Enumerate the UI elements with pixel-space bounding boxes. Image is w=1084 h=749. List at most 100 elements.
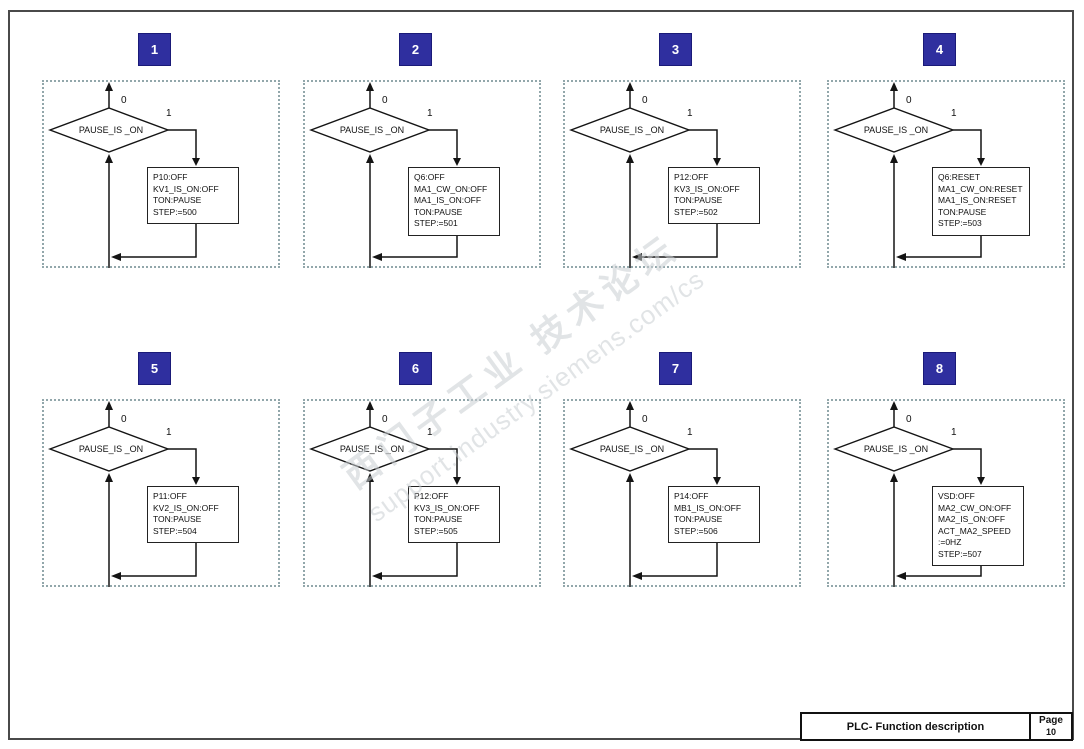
left-arrow-icon bbox=[632, 253, 642, 261]
branch-1-label: 1 bbox=[951, 108, 957, 119]
up-arrow-icon bbox=[105, 401, 113, 410]
branch-1-label: 1 bbox=[687, 108, 693, 119]
flowchart-graphic bbox=[47, 82, 200, 268]
flowchart-graphic bbox=[832, 401, 985, 587]
condition-label: PAUSE_IS _ON bbox=[599, 444, 665, 454]
left-arrow-icon bbox=[372, 572, 382, 580]
action-box: Q6:RESET MA1_CW_ON:RESET MA1_IS_ON:RESET… bbox=[932, 167, 1030, 236]
flow-block-1: 1 PAUSE_IS _ON 0 1 P10:OFF KV1_IS_ON:OFF… bbox=[42, 33, 280, 268]
action-box: Q6:OFF MA1_CW_ON:OFF MA1_IS_ON:OFF TON:P… bbox=[408, 167, 500, 236]
condition-label: PAUSE_IS _ON bbox=[339, 125, 405, 135]
flow-block-3: 3 PAUSE_IS _ON 0 1 P12:OFF KV3_IS_ON:OFF… bbox=[563, 33, 801, 268]
action-box: VSD:OFF MA2_CW_ON:OFF MA2_IS_ON:OFF ACT_… bbox=[932, 486, 1024, 566]
page-number: 10 bbox=[1045, 727, 1056, 737]
flow-block-5: 5 PAUSE_IS _ON 0 1 P11:OFF KV2_IS_ON:OFF… bbox=[42, 352, 280, 587]
branch-0-label: 0 bbox=[382, 414, 388, 425]
up-arrow-icon bbox=[890, 473, 898, 482]
up-arrow-icon bbox=[626, 82, 634, 91]
branch-1-label: 1 bbox=[427, 108, 433, 119]
step-number-badge: 6 bbox=[399, 352, 432, 385]
block-frame: PAUSE_IS _ON 0 1 P12:OFF KV3_IS_ON:OFF T… bbox=[563, 80, 801, 268]
down-arrow-icon bbox=[713, 477, 721, 485]
action-box: P12:OFF KV3_IS_ON:OFF TON:PAUSE STEP:=50… bbox=[408, 486, 500, 543]
up-arrow-icon bbox=[366, 401, 374, 410]
down-arrow-icon bbox=[192, 158, 200, 166]
condition-label: PAUSE_IS _ON bbox=[78, 125, 144, 135]
branch-1-label: 1 bbox=[427, 427, 433, 438]
block-frame: PAUSE_IS _ON 0 1 P11:OFF KV2_IS_ON:OFF T… bbox=[42, 399, 280, 587]
up-arrow-icon bbox=[890, 154, 898, 163]
flow-block-7: 7 PAUSE_IS _ON 0 1 P14:OFF MB1_IS_ON:OFF… bbox=[563, 352, 801, 587]
up-arrow-icon bbox=[890, 82, 898, 91]
down-arrow-icon bbox=[977, 477, 985, 485]
step-number-badge: 2 bbox=[399, 33, 432, 66]
flowchart-graphic bbox=[568, 82, 721, 268]
left-arrow-icon bbox=[111, 253, 121, 261]
branch-0-label: 0 bbox=[642, 95, 648, 106]
step-number-badge: 5 bbox=[138, 352, 171, 385]
condition-label: PAUSE_IS _ON bbox=[863, 125, 929, 135]
up-arrow-icon bbox=[105, 154, 113, 163]
left-arrow-icon bbox=[111, 572, 121, 580]
step-number-badge: 7 bbox=[659, 352, 692, 385]
action-box: P14:OFF MB1_IS_ON:OFF TON:PAUSE STEP:=50… bbox=[668, 486, 760, 543]
block-frame: PAUSE_IS _ON 0 1 P14:OFF MB1_IS_ON:OFF T… bbox=[563, 399, 801, 587]
block-frame: PAUSE_IS _ON 0 1 VSD:OFF MA2_CW_ON:OFF M… bbox=[827, 399, 1065, 587]
block-frame: PAUSE_IS _ON 0 1 P12:OFF KV3_IS_ON:OFF T… bbox=[303, 399, 541, 587]
up-arrow-icon bbox=[626, 154, 634, 163]
block-frame: PAUSE_IS _ON 0 1 Q6:RESET MA1_CW_ON:RESE… bbox=[827, 80, 1065, 268]
flow-block-2: 2 PAUSE_IS _ON 0 1 Q6:OFF MA1_CW_ON:OFF … bbox=[303, 33, 541, 268]
up-arrow-icon bbox=[890, 401, 898, 410]
action-box: P12:OFF KV3_IS_ON:OFF TON:PAUSE STEP:=50… bbox=[668, 167, 760, 224]
block-frame: PAUSE_IS _ON 0 1 P10:OFF KV1_IS_ON:OFF T… bbox=[42, 80, 280, 268]
condition-label: PAUSE_IS _ON bbox=[339, 444, 405, 454]
branch-1-label: 1 bbox=[687, 427, 693, 438]
page-number-cell: Page 10 bbox=[1029, 714, 1071, 739]
flow-block-6: 6 PAUSE_IS _ON 0 1 P12:OFF KV3_IS_ON:OFF… bbox=[303, 352, 541, 587]
down-arrow-icon bbox=[453, 477, 461, 485]
down-arrow-icon bbox=[192, 477, 200, 485]
flow-block-8: 8 PAUSE_IS _ON 0 1 VSD:OFF MA2_CW_ON:OFF… bbox=[827, 352, 1065, 587]
up-arrow-icon bbox=[105, 473, 113, 482]
step-number-badge: 3 bbox=[659, 33, 692, 66]
condition-label: PAUSE_IS _ON bbox=[599, 125, 665, 135]
flowchart-graphic bbox=[568, 401, 721, 587]
step-number-badge: 1 bbox=[138, 33, 171, 66]
branch-0-label: 0 bbox=[121, 414, 127, 425]
up-arrow-icon bbox=[626, 473, 634, 482]
branch-1-label: 1 bbox=[166, 427, 172, 438]
branch-0-label: 0 bbox=[906, 95, 912, 106]
up-arrow-icon bbox=[366, 473, 374, 482]
down-arrow-icon bbox=[713, 158, 721, 166]
step-number-badge: 4 bbox=[923, 33, 956, 66]
condition-label: PAUSE_IS _ON bbox=[863, 444, 929, 454]
branch-0-label: 0 bbox=[642, 414, 648, 425]
left-arrow-icon bbox=[372, 253, 382, 261]
page-label: Page bbox=[1039, 715, 1063, 726]
step-number-badge: 8 bbox=[923, 352, 956, 385]
action-box: P11:OFF KV2_IS_ON:OFF TON:PAUSE STEP:=50… bbox=[147, 486, 239, 543]
condition-label: PAUSE_IS _ON bbox=[78, 444, 144, 454]
flow-block-4: 4 PAUSE_IS _ON 0 1 Q6:RESET MA1_CW_ON:RE… bbox=[827, 33, 1065, 268]
left-arrow-icon bbox=[896, 572, 906, 580]
branch-1-label: 1 bbox=[951, 427, 957, 438]
up-arrow-icon bbox=[366, 154, 374, 163]
left-arrow-icon bbox=[896, 253, 906, 261]
branch-0-label: 0 bbox=[382, 95, 388, 106]
up-arrow-icon bbox=[366, 82, 374, 91]
block-frame: PAUSE_IS _ON 0 1 Q6:OFF MA1_CW_ON:OFF MA… bbox=[303, 80, 541, 268]
up-arrow-icon bbox=[626, 401, 634, 410]
flowchart-graphic bbox=[47, 401, 200, 587]
branch-0-label: 0 bbox=[906, 414, 912, 425]
down-arrow-icon bbox=[453, 158, 461, 166]
branch-1-label: 1 bbox=[166, 108, 172, 119]
flowchart-graphic bbox=[832, 82, 985, 268]
flowchart-graphic bbox=[308, 401, 461, 587]
left-arrow-icon bbox=[632, 572, 642, 580]
document-title: PLC- Function description bbox=[846, 720, 985, 733]
down-arrow-icon bbox=[977, 158, 985, 166]
branch-0-label: 0 bbox=[121, 95, 127, 106]
up-arrow-icon bbox=[105, 82, 113, 91]
action-box: P10:OFF KV1_IS_ON:OFF TON:PAUSE STEP:=50… bbox=[147, 167, 239, 224]
footer-title-block: PLC- Function description Page 10 bbox=[800, 712, 1073, 741]
